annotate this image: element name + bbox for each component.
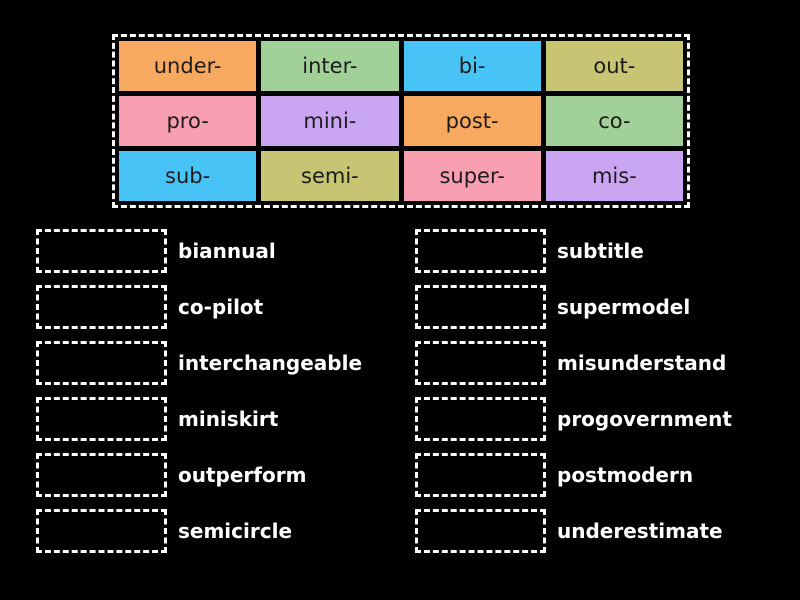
word-label-progovernment: progovernment	[557, 407, 732, 431]
prefix-tile-post[interactable]: post-	[403, 96, 541, 146]
prefix-tile-co[interactable]: co-	[545, 96, 683, 146]
drop-slot-underestimate[interactable]	[415, 509, 546, 553]
word-label-miniskirt: miniskirt	[178, 407, 279, 431]
answer-row-biannual: biannual	[36, 229, 362, 273]
word-label-outperform: outperform	[178, 463, 307, 487]
drop-slot-interchangeable[interactable]	[36, 341, 167, 385]
drop-slot-biannual[interactable]	[36, 229, 167, 273]
answer-row-subtitle: subtitle	[415, 229, 732, 273]
drop-slot-postmodern[interactable]	[415, 453, 546, 497]
answer-row-postmodern: postmodern	[415, 453, 732, 497]
prefix-tile-inter[interactable]: inter-	[261, 41, 399, 91]
prefix-tile-mini[interactable]: mini-	[261, 96, 399, 146]
prefix-tile-mis[interactable]: mis-	[545, 151, 683, 201]
answer-column-right: subtitle supermodel misunderstand progov…	[415, 229, 732, 565]
answer-row-supermodel: supermodel	[415, 285, 732, 329]
answer-column-left: biannual co-pilot interchangeable minisk…	[36, 229, 362, 565]
word-label-semicircle: semicircle	[178, 519, 293, 543]
word-label-supermodel: supermodel	[557, 295, 691, 319]
drop-slot-co-pilot[interactable]	[36, 285, 167, 329]
drop-slot-progovernment[interactable]	[415, 397, 546, 441]
word-label-biannual: biannual	[178, 239, 276, 263]
drop-slot-outperform[interactable]	[36, 453, 167, 497]
drop-slot-misunderstand[interactable]	[415, 341, 546, 385]
answer-row-outperform: outperform	[36, 453, 362, 497]
answer-row-progovernment: progovernment	[415, 397, 732, 441]
answer-row-underestimate: underestimate	[415, 509, 732, 553]
answer-row-co-pilot: co-pilot	[36, 285, 362, 329]
prefix-tile-super[interactable]: super-	[403, 151, 541, 201]
answer-row-miniskirt: miniskirt	[36, 397, 362, 441]
drop-slot-supermodel[interactable]	[415, 285, 546, 329]
word-label-postmodern: postmodern	[557, 463, 694, 487]
prefix-tile-under[interactable]: under-	[119, 41, 257, 91]
word-label-co-pilot: co-pilot	[178, 295, 264, 319]
answer-row-interchangeable: interchangeable	[36, 341, 362, 385]
prefix-tile-pro[interactable]: pro-	[119, 96, 257, 146]
answer-row-misunderstand: misunderstand	[415, 341, 732, 385]
prefix-tile-out[interactable]: out-	[545, 41, 683, 91]
word-label-subtitle: subtitle	[557, 239, 644, 263]
word-label-interchangeable: interchangeable	[178, 351, 363, 375]
prefix-tile-sub[interactable]: sub-	[119, 151, 257, 201]
prefix-tile-bi[interactable]: bi-	[403, 41, 541, 91]
drop-slot-semicircle[interactable]	[36, 509, 167, 553]
prefix-tile-semi[interactable]: semi-	[261, 151, 399, 201]
prefix-tile-board: under- inter- bi- out- pro- mini- post- …	[112, 34, 690, 208]
drop-slot-subtitle[interactable]	[415, 229, 546, 273]
word-label-underestimate: underestimate	[557, 519, 723, 543]
word-label-misunderstand: misunderstand	[557, 351, 727, 375]
drop-slot-miniskirt[interactable]	[36, 397, 167, 441]
answer-row-semicircle: semicircle	[36, 509, 362, 553]
